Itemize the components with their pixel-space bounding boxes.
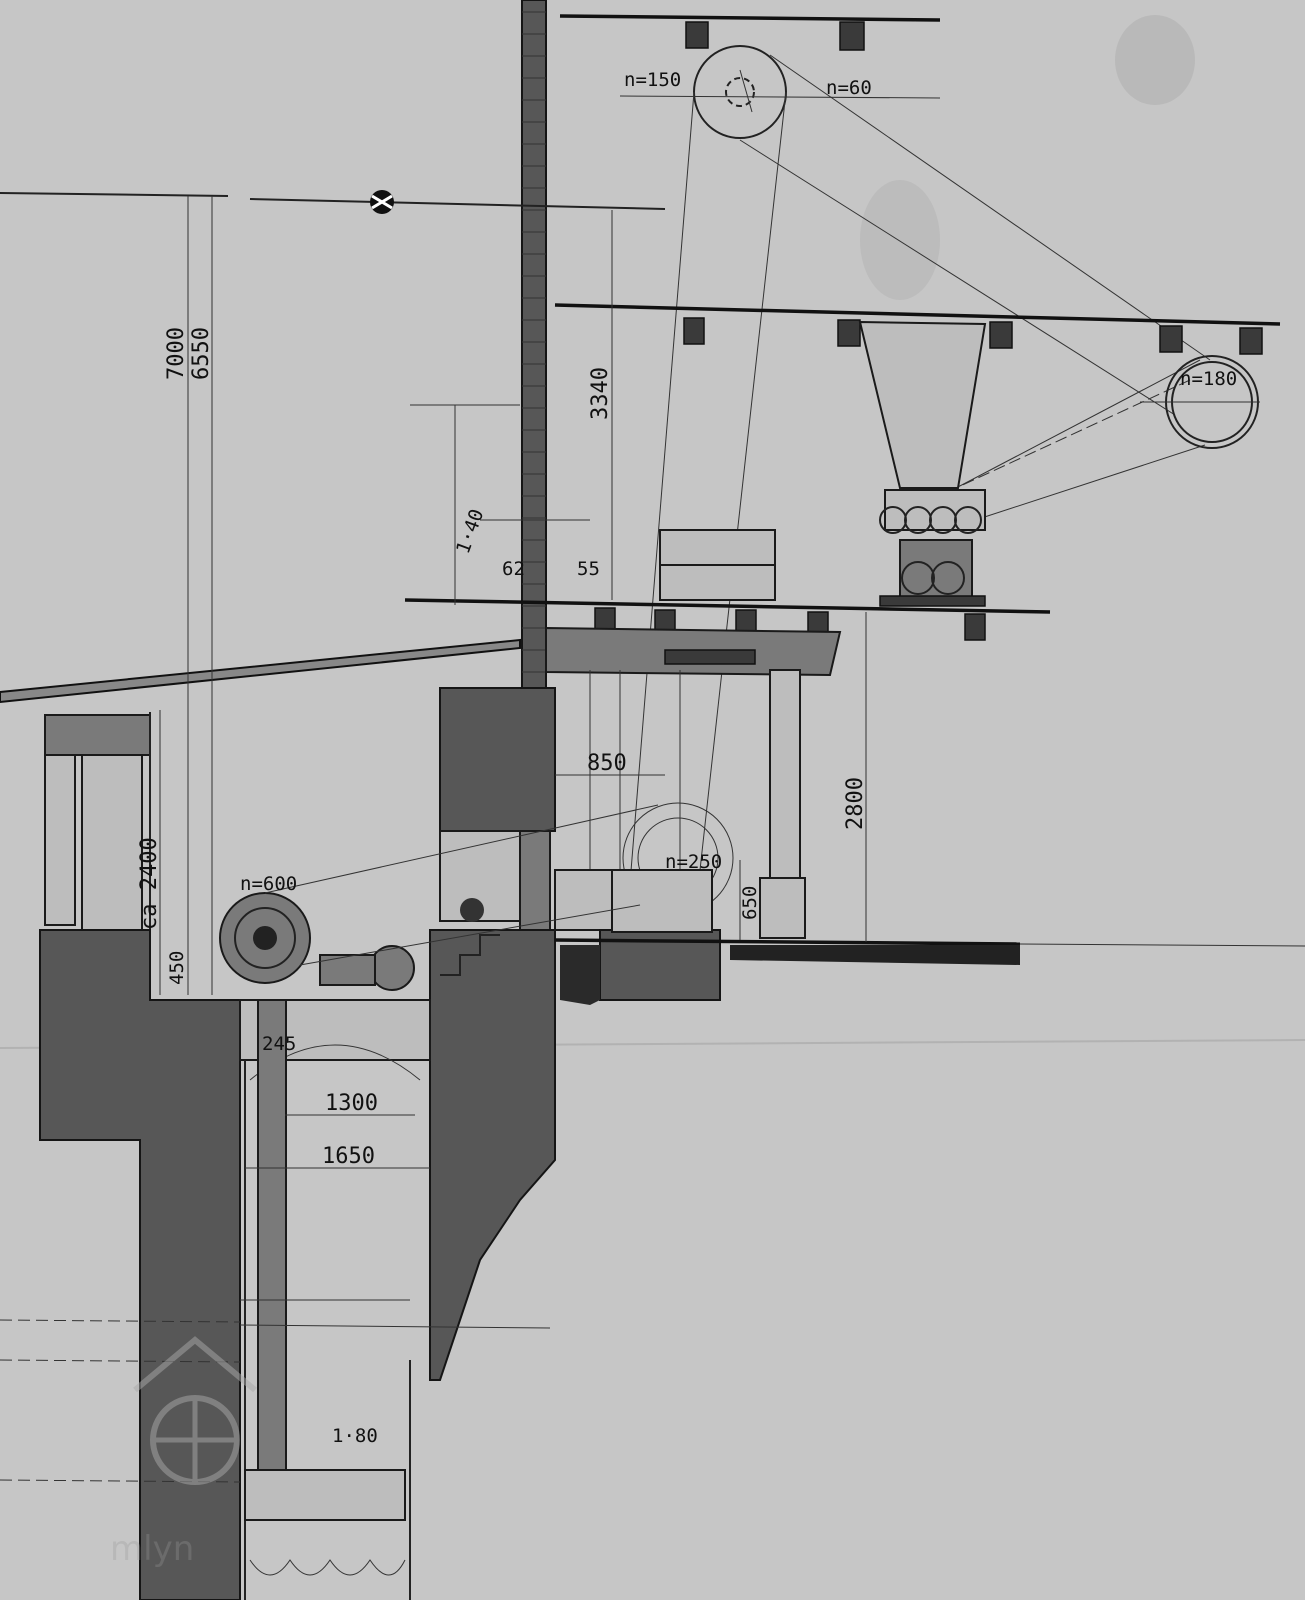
turbine-well xyxy=(239,999,431,1600)
dimension-245: 245 xyxy=(262,1033,296,1055)
turbine-pulley: n=600 xyxy=(219,804,659,991)
pulley-speed-label: n=250 xyxy=(665,851,722,873)
watermark-text: mlyn xyxy=(110,1529,194,1569)
roof xyxy=(0,638,521,704)
level-line xyxy=(249,198,666,210)
dimension-3340: 3340 xyxy=(588,367,613,420)
dimension-180: 1·80 xyxy=(332,1425,378,1447)
central-pier xyxy=(429,687,556,1381)
stain xyxy=(860,180,940,300)
dimension-2400: ca 2400 xyxy=(137,837,162,930)
top-floor-beam xyxy=(559,14,941,51)
dimension-lines xyxy=(159,196,867,1169)
pulley-speed-label: n=180 xyxy=(1180,368,1237,390)
ground-line xyxy=(554,938,1305,1005)
dimension-7000: 7000 xyxy=(164,327,189,380)
pulley-speed-label: n=600 xyxy=(240,873,297,895)
brick-wall xyxy=(521,0,547,691)
sieve-box xyxy=(659,564,776,601)
dimension-450: 450 xyxy=(166,951,188,985)
stain xyxy=(1115,15,1195,105)
dimension-1300: 1300 xyxy=(325,1091,378,1116)
roller-mill xyxy=(879,489,986,607)
dimension-2800: 2800 xyxy=(843,777,868,830)
dimension-55: 55 xyxy=(577,558,600,580)
left-building xyxy=(39,712,241,1600)
watermark-logo: mlyn xyxy=(110,1336,257,1569)
grain-hopper xyxy=(858,320,987,489)
dimension-140: 1·40 xyxy=(452,506,488,557)
middle-pulley: n=250 xyxy=(599,802,734,1001)
columns xyxy=(554,669,806,939)
upper-floor-beam xyxy=(554,303,1281,355)
dimension-650: 650 xyxy=(739,886,761,920)
pulley-speed-label: n=60 xyxy=(826,77,872,99)
right-pulley: n=180 xyxy=(1140,355,1260,449)
sieve-box xyxy=(659,529,776,566)
dimension-850: 850 xyxy=(587,751,627,776)
level-line xyxy=(0,192,229,197)
middle-floor-beam xyxy=(404,598,1051,677)
survey-marker-icon xyxy=(370,190,394,214)
dimension-6550: 6550 xyxy=(189,327,214,380)
dimension-labels: 7000 6550 3340 1·40 62 55 850 2800 650 c… xyxy=(137,327,868,1447)
drive-belts xyxy=(624,54,1211,946)
top-pulley: n=150 n=60 xyxy=(619,45,941,139)
dimension-1650: 1650 xyxy=(322,1144,375,1169)
dimension-62: 62 xyxy=(502,558,525,580)
pulley-speed-label: n=150 xyxy=(624,69,681,91)
